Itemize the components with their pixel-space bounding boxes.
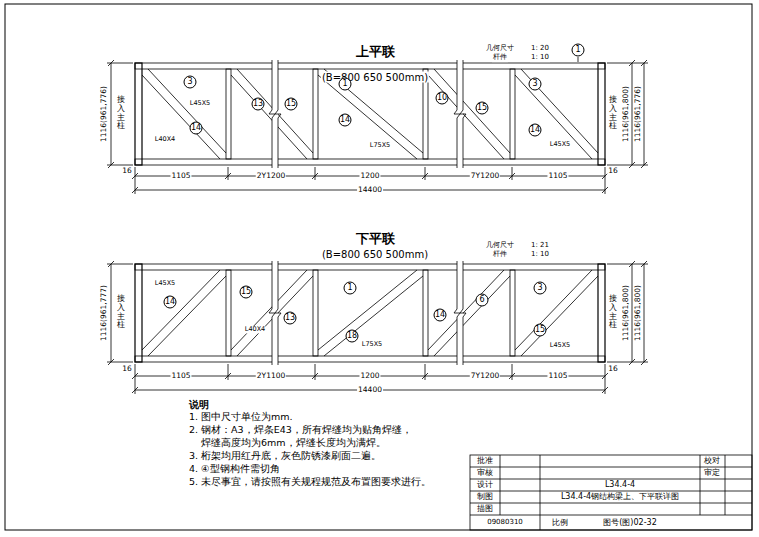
member-size: L45X5 — [189, 100, 211, 107]
title-block-cell: 校对 — [703, 457, 721, 466]
note-text: 2. 钢材：A3，焊条E43，所有焊缝均为贴角焊缝， — [188, 425, 413, 435]
callout-number: 14 — [164, 296, 177, 309]
dimension: 1116(961,800) — [622, 85, 630, 143]
callout-number: 3 — [534, 282, 547, 295]
callout-number: 13 — [284, 312, 297, 325]
callout-number: 13 — [252, 98, 265, 111]
dimension: 16 — [121, 365, 133, 373]
dimension: 1116(961,776) — [634, 85, 642, 143]
title-block-cell: 制图 — [476, 493, 494, 502]
dimension: 2Y1100 — [256, 372, 286, 380]
member-size: L40X4 — [154, 136, 176, 143]
callout-number: 15 — [534, 324, 547, 337]
top-bracing-plan — [107, 57, 648, 194]
callout-number: 14 — [529, 124, 542, 137]
member-size: L45X5 — [549, 141, 571, 148]
column-note: 接入主柱 — [116, 96, 126, 131]
dimension: 16 — [121, 167, 133, 175]
dimension: 14400 — [357, 186, 383, 194]
column-note: 接入主柱 — [608, 295, 618, 330]
title-block — [470, 455, 752, 530]
callout-number: 1 — [339, 78, 352, 91]
note-text: 4. ④型钢构件需切角 — [188, 464, 281, 474]
title-block-cell: 比例 — [551, 519, 569, 528]
member-size: L45X5 — [549, 342, 571, 349]
dimension: 16 — [607, 167, 619, 175]
scale-note: 1: 10 — [530, 251, 550, 259]
note-text: 焊缝高度均为6mm，焊缝长度均为满焊。 — [200, 438, 387, 448]
dimension: 1116(961,800) — [634, 284, 642, 342]
dimension: 1200 — [359, 372, 380, 380]
callout-number: 14 — [190, 122, 203, 135]
title-block-cell: 审定 — [703, 469, 721, 478]
dimension: 16 — [607, 365, 619, 373]
width-note: (B=800 650 500mm) — [321, 72, 429, 83]
dimension: 1116(961,776) — [100, 85, 108, 143]
view-title: 上平联 — [355, 45, 396, 59]
callout-number: 3 — [529, 78, 542, 91]
scale-note: 1: 20 — [530, 45, 550, 53]
note-text: 3. 桁架均用红丹底，灰色防锈漆刷面二遍。 — [188, 451, 382, 461]
member-size: L75X5 — [369, 142, 391, 149]
bottom-bracing-plan — [107, 261, 648, 394]
callout-number: 1 — [572, 44, 585, 57]
dimension: 1105 — [170, 172, 191, 180]
width-note: (B=800 650 500mm) — [321, 249, 429, 260]
dimension: 7Y1200 — [470, 172, 500, 180]
dimension: 1116(961,800) — [622, 284, 630, 342]
dimension: 1105 — [547, 172, 568, 180]
title-block-cell: 图号(图)02-32 — [602, 519, 658, 528]
callout-number: 10 — [436, 92, 449, 105]
scale-note: 1: 10 — [530, 54, 550, 62]
note-text: 1. 图中尺寸单位为mm. — [188, 412, 294, 422]
note-text: 5. 未尽事宜，请按照有关规程规范及布置图要求进行。 — [188, 477, 432, 487]
dimension: 1200 — [359, 172, 380, 180]
dimension: 1105 — [547, 372, 568, 380]
title-block-cell: 设计 — [476, 481, 494, 490]
title-block-cell: 描图 — [476, 505, 494, 514]
callout-number: 6 — [476, 294, 489, 307]
column-note: 接入主柱 — [608, 96, 618, 131]
dimension: 1105 — [170, 372, 191, 380]
scale-note: 几何尺寸 — [485, 45, 515, 53]
callout-number: 3 — [184, 76, 197, 89]
callout-number: 18 — [346, 330, 359, 343]
callout-number: 15 — [285, 98, 298, 111]
callout-number: 15 — [240, 286, 253, 299]
dimension: 14400 — [357, 386, 383, 394]
scale-note: 杆件 — [492, 251, 508, 259]
note-heading: 说明 — [188, 399, 210, 410]
member-size: L40X4 — [244, 326, 266, 333]
dimension: 2Y1200 — [256, 172, 286, 180]
title-block-cell: 审核 — [476, 469, 494, 478]
title-block-cell: L34.4-4钢结构梁上、下平联详图 — [560, 493, 680, 502]
dimension: 7Y1200 — [470, 372, 500, 380]
title-block-cell: L34.4-4 — [604, 481, 636, 490]
callout-number: 14 — [434, 309, 447, 322]
scale-note: 杆件 — [492, 54, 508, 62]
title-block-cell: 批准 — [476, 457, 494, 466]
title-block-cell: 09080310 — [486, 519, 524, 527]
member-size: L75X5 — [361, 341, 383, 348]
scale-note: 几何尺寸 — [485, 242, 515, 250]
member-size: L45X5 — [154, 280, 176, 287]
callout-number: 14 — [339, 114, 352, 127]
column-note: 接入主柱 — [116, 295, 126, 330]
scale-note: 1: 21 — [530, 242, 550, 250]
dimension: 1116(961,777) — [100, 284, 108, 342]
view-title: 下平联 — [355, 232, 396, 246]
callout-number: 1 — [344, 282, 357, 295]
callout-number: 15 — [476, 102, 489, 115]
